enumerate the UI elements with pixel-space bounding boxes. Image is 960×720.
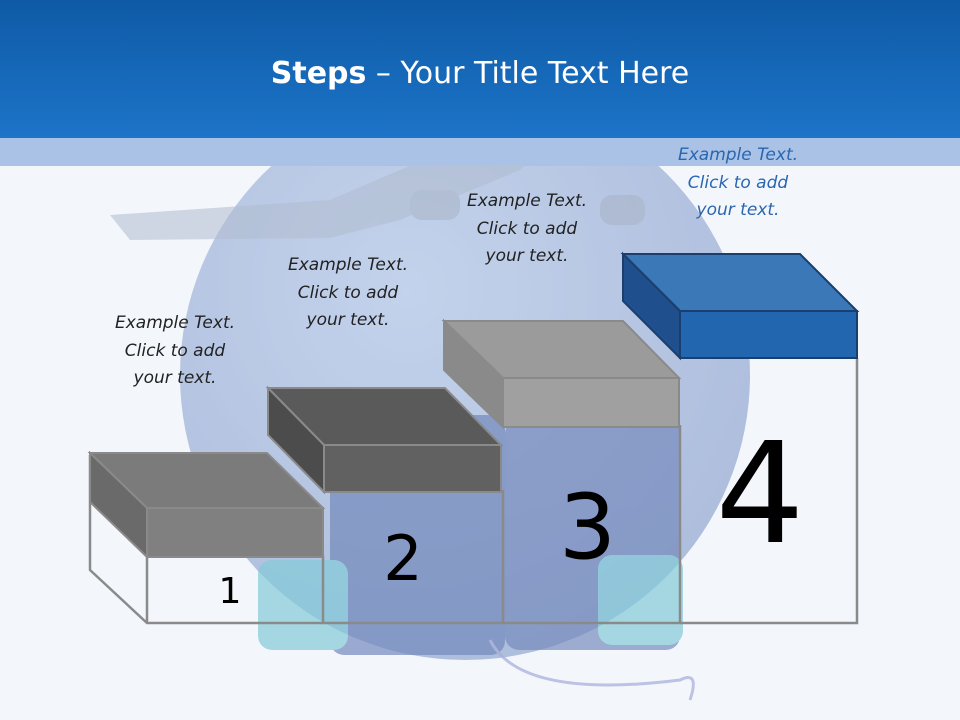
step-4-number: 4: [715, 413, 805, 576]
slide-title[interactable]: Steps – Your Title Text Here: [0, 54, 960, 94]
step-2-number: 2: [383, 522, 423, 595]
step-1-caption[interactable]: Example Text. Click to add your text.: [90, 310, 260, 393]
step-1-caption-line2: Click to add: [124, 340, 226, 361]
title-rest: – Your Title Text Here: [366, 56, 690, 91]
step-1-caption-line3: your text.: [133, 368, 217, 388]
step-4-block[interactable]: [620, 251, 860, 361]
step-2-block[interactable]: [265, 385, 504, 495]
step-2-caption-line2: Click to add: [297, 282, 399, 303]
step-4-frame: [680, 358, 859, 625]
step-3-number: 3: [558, 475, 617, 580]
step-3-block[interactable]: [441, 318, 682, 430]
step-4-caption-line2: Click to add: [687, 172, 789, 193]
step-3-caption-line3: your text.: [485, 246, 569, 266]
step-3-caption-line1: Example Text.: [466, 191, 588, 211]
title-bar: [0, 0, 960, 138]
step-3-caption[interactable]: Example Text. Click to add your text.: [442, 188, 612, 271]
step-4-caption-line3: your text.: [696, 200, 780, 220]
step-3-caption-line2: Click to add: [476, 218, 578, 239]
step-1-number: 1: [218, 571, 242, 612]
header-stripe: [0, 138, 960, 166]
step-2-caption-line1: Example Text.: [287, 255, 409, 275]
step-1-block[interactable]: [87, 450, 326, 560]
step-4-caption-line1: Example Text.: [677, 145, 799, 165]
step-4-caption[interactable]: Example Text. Click to add your text.: [653, 142, 823, 225]
step-1-caption-line1: Example Text.: [114, 313, 236, 333]
title-bold: Steps: [270, 56, 367, 91]
step-2-caption[interactable]: Example Text. Click to add your text.: [263, 252, 433, 335]
step-2-caption-line3: your text.: [306, 310, 390, 330]
